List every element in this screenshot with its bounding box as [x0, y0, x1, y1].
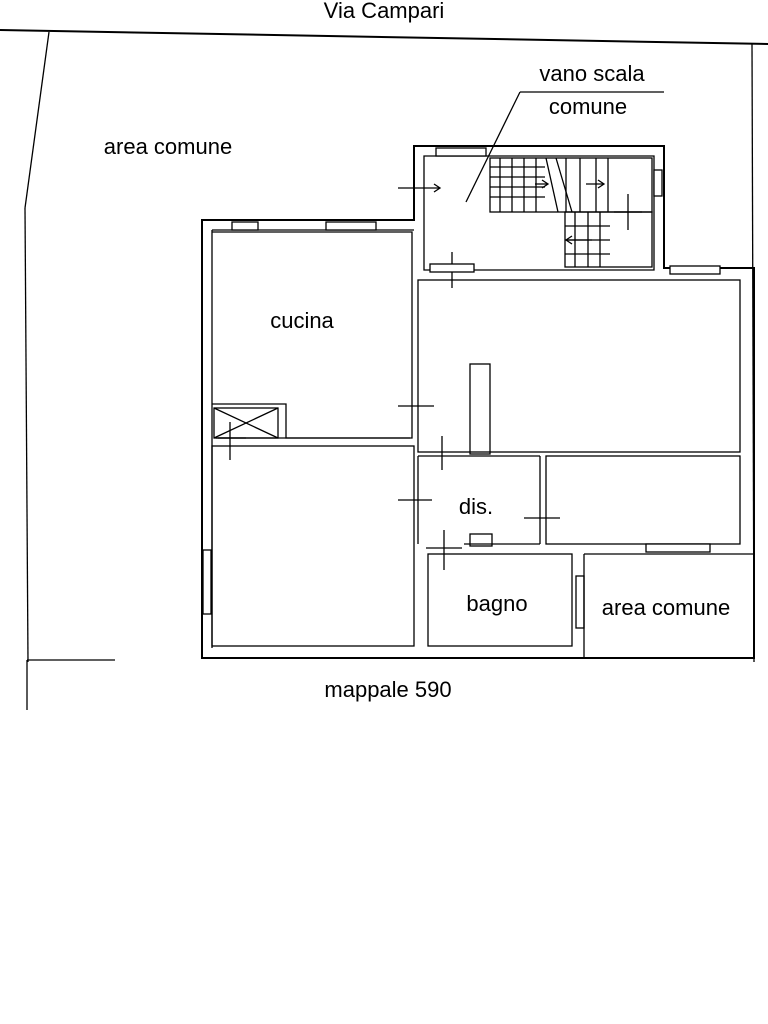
common-area-left-label: area comune	[104, 134, 232, 159]
stair-label: vano scala	[539, 61, 645, 86]
bathroom-room	[427, 553, 754, 658]
common-area-right-label: area comune	[602, 595, 730, 620]
building-outline	[201, 145, 755, 659]
stair-label-line-2: comune	[549, 94, 627, 119]
parcel-label: mappale 590	[324, 677, 451, 702]
stair-block	[398, 157, 663, 268]
bedroom-left	[202, 445, 415, 647]
bathroom-label: bagno	[466, 591, 527, 616]
kitchen-room	[212, 221, 413, 460]
corridor-label: dis.	[459, 494, 493, 519]
room-right	[524, 455, 741, 553]
kitchen-label: cucina	[270, 308, 334, 333]
stair-label-leader	[465, 91, 664, 203]
street-label: Via Campari	[324, 0, 445, 23]
partitions	[398, 147, 741, 570]
